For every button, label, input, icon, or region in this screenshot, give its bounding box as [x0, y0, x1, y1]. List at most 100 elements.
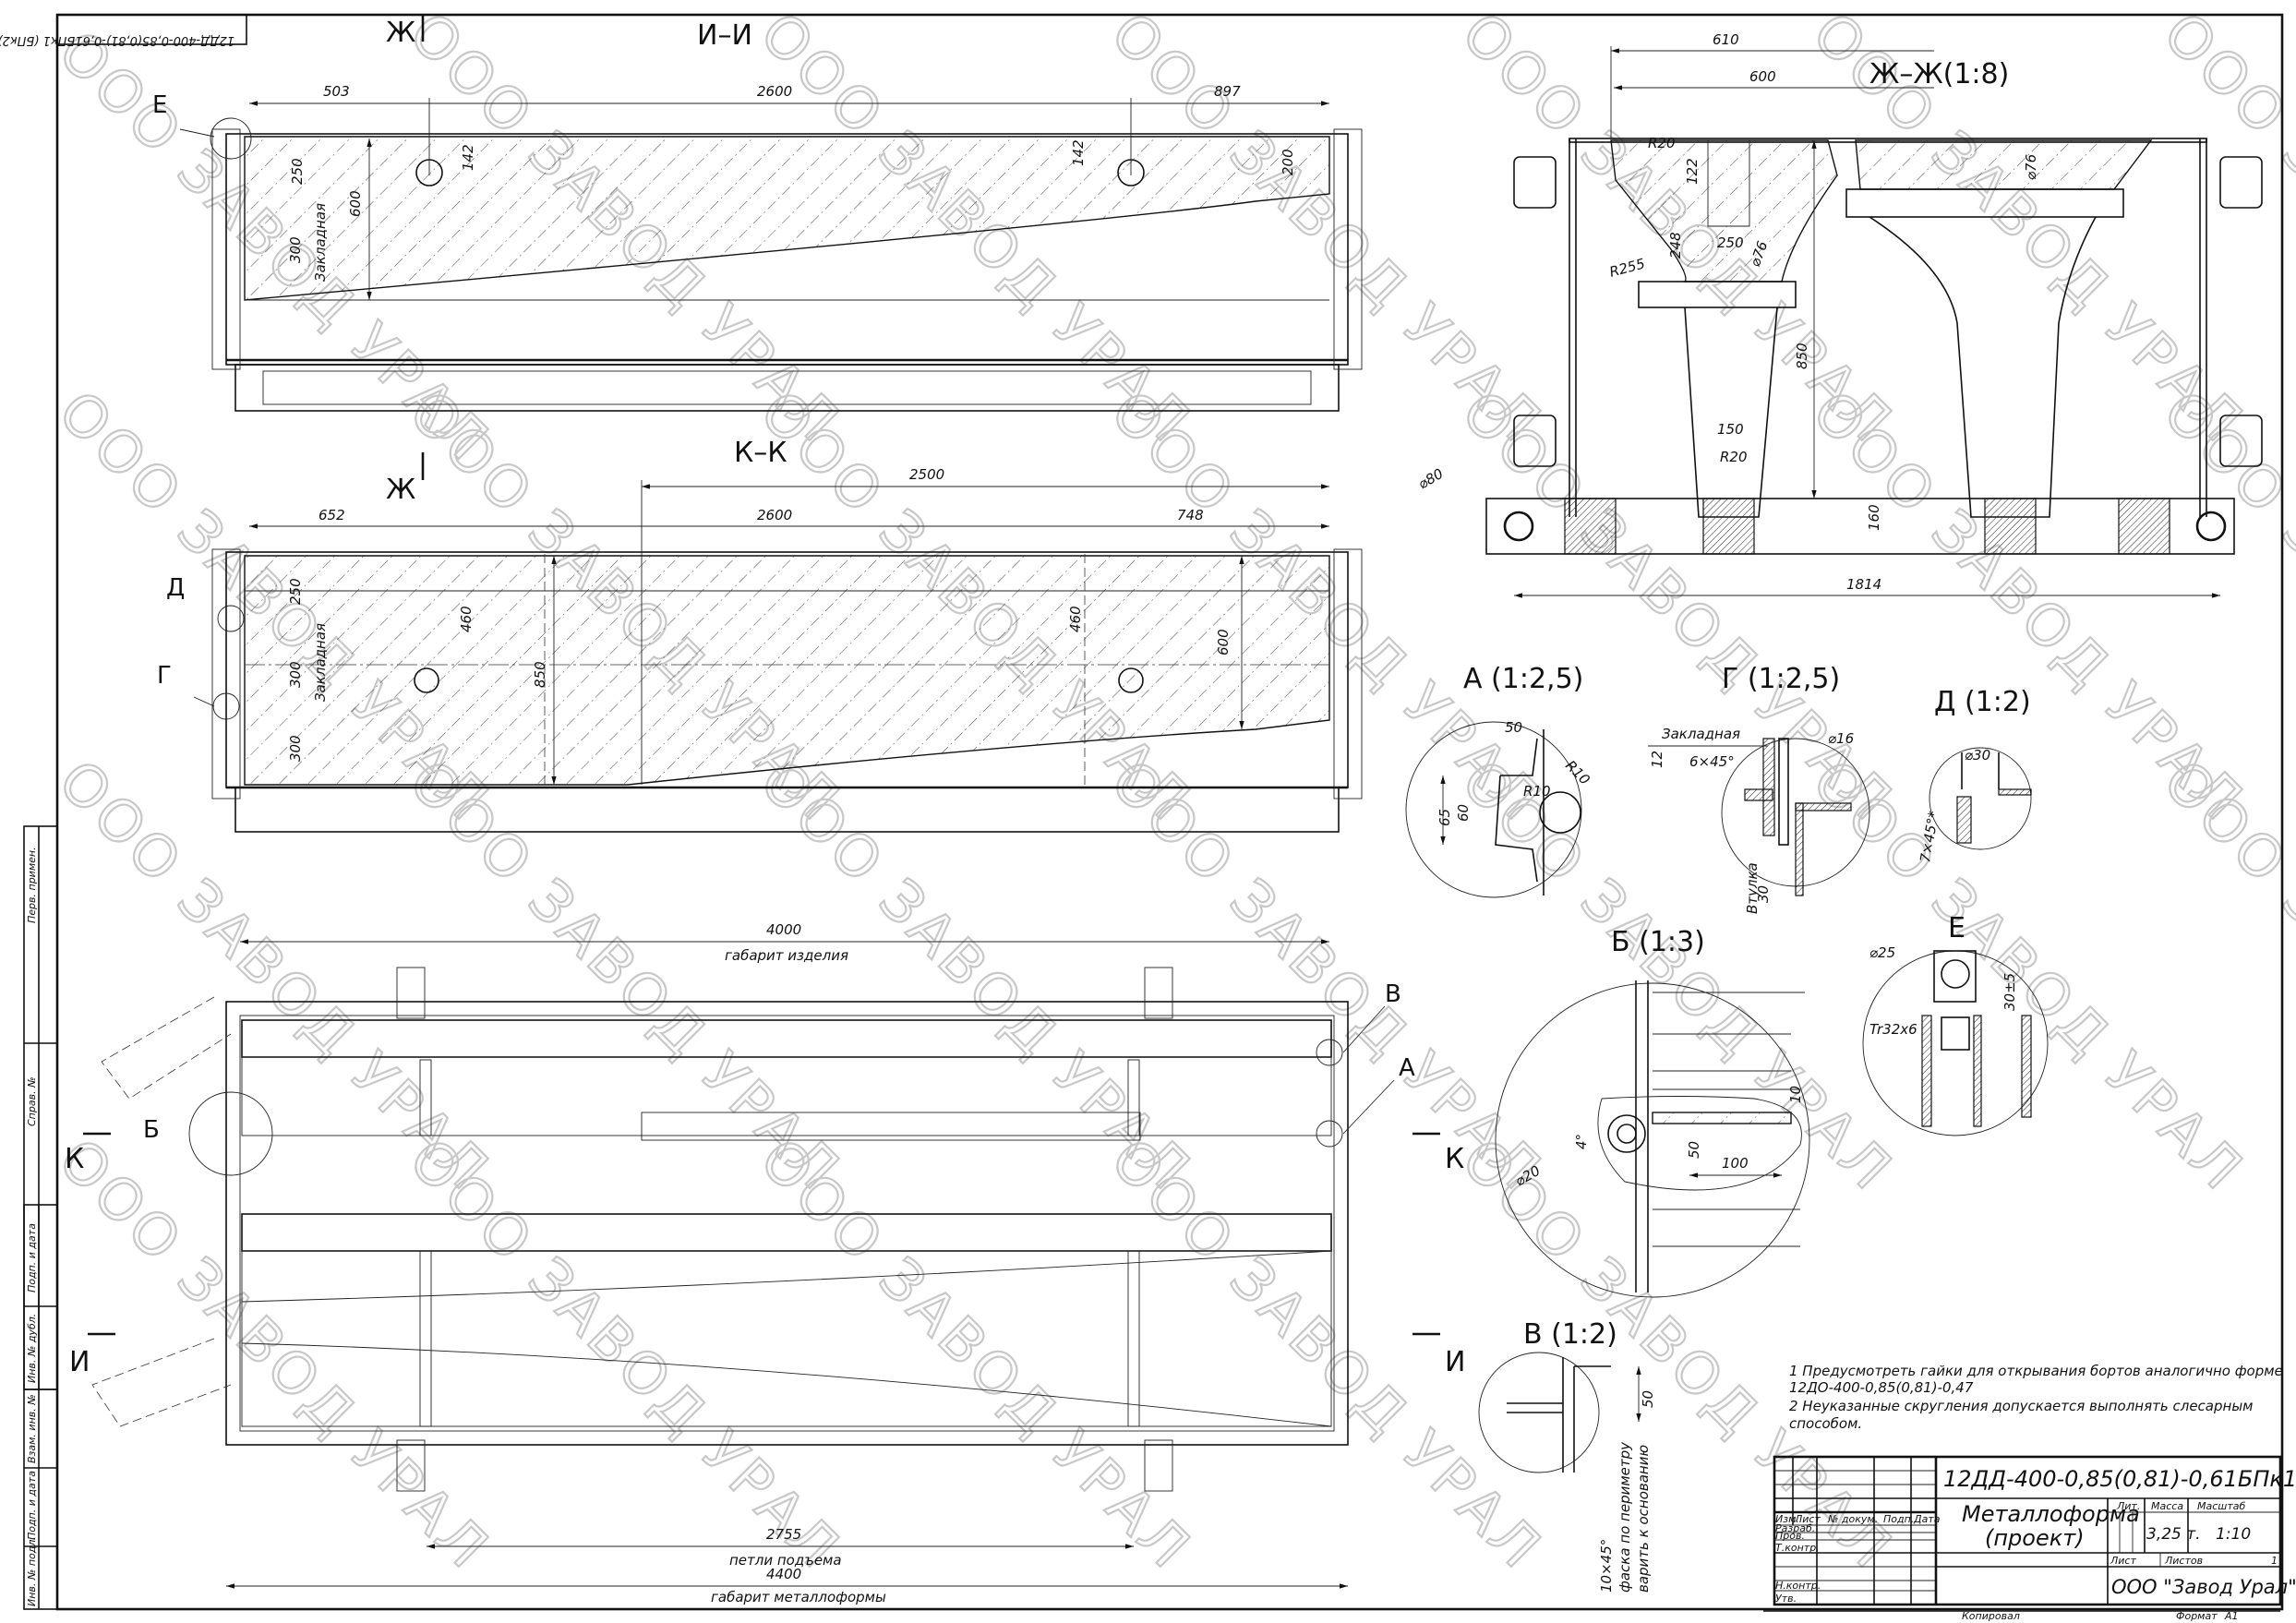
- scale-label: Масштаб: [2197, 1500, 2245, 1512]
- dimension: 4400: [766, 1566, 801, 1582]
- note-line: 2 Неуказанные скругления допускается вып…: [1789, 1398, 2253, 1414]
- dimension: 250: [287, 578, 304, 605]
- dimension: 50: [1640, 1390, 1656, 1408]
- detail-b: Б (1:3) 10 4° 50 ⌀20 100: [1495, 926, 1810, 1298]
- detail-a: А (1:2,5) 50 R10 R10 65 60: [1405, 663, 1593, 898]
- header-label: Лист: [1794, 1513, 1821, 1525]
- side-stamp-label: Перв. примен.: [26, 847, 38, 923]
- detail-g: Г (1:2,5) Закладная ⌀16 12 6×45° 30 Втул…: [1648, 663, 1870, 914]
- dimension: 30: [1755, 885, 1772, 903]
- drawing-name: Металлоформа: [1962, 1501, 2140, 1527]
- sheet-frame: [55, 13, 2284, 1611]
- side-stamp-label: Подп. и дата: [26, 1471, 38, 1540]
- section-zh-zh: Ж–Ж(1:8) 610 600 R20 122 248 250: [1415, 31, 2263, 598]
- label-zakladnaya: Закладная: [312, 623, 329, 702]
- drawing-name-sub: (проект): [1985, 1525, 2085, 1551]
- dimension: 30±5: [2001, 973, 2018, 1011]
- dimension: 142: [460, 144, 476, 171]
- dimension: 100: [1722, 1155, 1749, 1172]
- dimension: 12: [1649, 751, 1665, 768]
- dimension: 2600: [757, 83, 792, 100]
- title-block: 12ДД-400-0,85(0,81)-0,61БПк1 (БПк2) Мета…: [1763, 1455, 2296, 1622]
- dimension: 60: [1455, 804, 1472, 822]
- scale-value: 1:10: [2216, 1525, 2251, 1544]
- side-stamp-label: Подп. и дата: [26, 1223, 38, 1292]
- cut-mark-k: К: [65, 1143, 84, 1175]
- cut-mark: Ж: [386, 474, 415, 506]
- lit-label: Лит.: [2116, 1500, 2140, 1512]
- dimension: 503: [323, 83, 350, 100]
- callout-v: В: [1385, 980, 1401, 1008]
- detail-title: В (1:2): [1523, 1318, 1617, 1351]
- dimension: 460: [1067, 606, 1084, 632]
- technical-notes: 1 Предусмотреть гайки для открывания бор…: [1789, 1363, 2283, 1432]
- label-zakladnaya: Закладная: [1662, 726, 1740, 742]
- dimension: 652: [319, 507, 345, 523]
- dimension: 150: [1717, 421, 1744, 438]
- dimension: 600: [1749, 68, 1776, 85]
- dimension: R10: [1523, 783, 1551, 799]
- format-label: Формат: [2176, 1610, 2218, 1622]
- detail-title: Г (1:2,5): [1722, 663, 1840, 695]
- dimension: 4000: [766, 921, 801, 938]
- detail-v: В (1:2) 50 10×45° фаска по периметру вар…: [1478, 1318, 1656, 1593]
- side-stamp-label: Справ. №: [26, 1076, 38, 1126]
- side-stamp-label: Инв. № подл.: [26, 1536, 38, 1606]
- sheet-label: Лист: [2110, 1555, 2136, 1567]
- dimension: 300: [287, 661, 304, 688]
- dimension: 10: [1787, 1086, 1804, 1103]
- note-line: 1 Предусмотреть гайки для открывания бор…: [1789, 1363, 2283, 1379]
- detail-title: Д (1:2): [1934, 686, 2031, 718]
- dimension: 850: [532, 661, 548, 688]
- cut-mark-k: К: [1445, 1143, 1464, 1175]
- dimension: 122: [1684, 158, 1701, 185]
- dimension: 160: [1866, 504, 1882, 531]
- dimension: 250: [1717, 234, 1744, 251]
- format-value: A1: [2224, 1610, 2239, 1622]
- side-stamp-label: Взам. инв. №: [26, 1394, 38, 1463]
- dimension: 1814: [1846, 576, 1881, 593]
- callout-a: А: [1399, 1054, 1415, 1082]
- view-title: К–К: [734, 437, 787, 469]
- view-section-k-k: К–К 652 2600 748 2500 250 300 300 460 85…: [157, 437, 1363, 833]
- sheets-label: Листов: [2164, 1555, 2203, 1567]
- view-section-i-i: И–И Ж Е 503 2600 897 142 142 200 250 300…: [152, 14, 1363, 506]
- dimension: 850: [1794, 343, 1810, 369]
- top-stamp-text: 12ДД-400-0,85(0,81)-0,61БПк1 (БПк2): [0, 33, 234, 47]
- role-label: Утв.: [1775, 1593, 1797, 1605]
- dimension: 2755: [766, 1526, 801, 1543]
- organization: ООО "Завод Урал": [2111, 1576, 2296, 1598]
- detail-d: Д (1:2) ⌀30 7×45°*: [1917, 686, 2032, 864]
- dimension: ⌀76: [2023, 154, 2039, 180]
- sheets-value: 1: [2271, 1555, 2278, 1567]
- side-stamp: Перв. примен. Справ. № Подп. и дата Инв.…: [23, 825, 58, 1610]
- plan-view: 4000 габарит изделия 2755 петли подъема …: [65, 921, 1465, 1605]
- note: варить к основанию: [1635, 1445, 1652, 1593]
- top-stamp: 12ДД-400-0,85(0,81)-0,61БПк1 (БПк2): [0, 14, 247, 47]
- dimension: 200: [1280, 149, 1296, 175]
- cut-mark-i: И: [69, 1346, 90, 1378]
- callout-d: Д: [166, 574, 185, 602]
- dimension: 248: [1667, 232, 1684, 258]
- view-title: И–И: [697, 19, 752, 52]
- cut-mark-i: И: [1445, 1346, 1465, 1378]
- detail-title: А (1:2,5): [1463, 663, 1583, 695]
- dimension: 2600: [757, 507, 792, 523]
- label-vtulka: Втулка: [1744, 862, 1761, 914]
- dimension: ⌀30: [1965, 747, 1990, 763]
- role-label: Разраб.: [1775, 1522, 1815, 1534]
- header-label: Изм.: [1775, 1513, 1799, 1525]
- note-line: способом.: [1789, 1415, 1862, 1432]
- header-label: № докум.: [1827, 1513, 1878, 1525]
- dimension: 610: [1713, 31, 1739, 48]
- callout-e: Е: [152, 91, 167, 119]
- callout-b: Б: [143, 1116, 160, 1144]
- dimension: 142: [1070, 139, 1087, 166]
- header-label: Подп.: [1883, 1513, 1914, 1525]
- copied-label: Копировал: [1962, 1610, 2020, 1622]
- note: фаска по периметру: [1617, 1441, 1633, 1593]
- role-label: Н.контр.: [1775, 1580, 1821, 1592]
- dimension: R20: [1648, 135, 1676, 151]
- dimension: R255: [1607, 255, 1646, 280]
- dimension: 600: [1215, 629, 1232, 655]
